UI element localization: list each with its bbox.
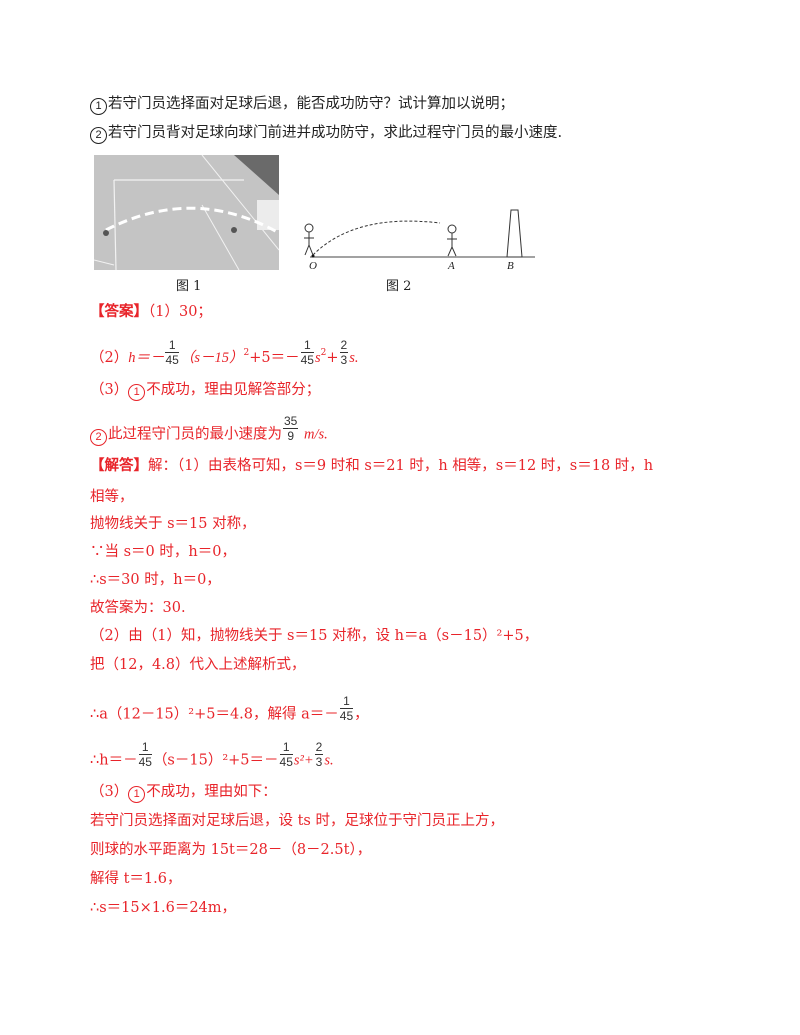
- answer-line-1: 【答案】（1）30；: [90, 303, 212, 320]
- solution-line-7: （2）由（1）知，抛物线关于 s＝15 对称，设 h＝a（s－15）²+5，: [90, 628, 539, 644]
- solution-line-5: ∴s＝30 时，h＝0，: [90, 572, 221, 588]
- figure-1-caption: 图 1: [176, 279, 202, 294]
- solution-line-6: 故答案为：30.: [90, 600, 186, 616]
- solution-line-8: 把（12，4.8）代入上述解析式，: [90, 657, 306, 673]
- answer-label: 【答案】: [90, 303, 148, 320]
- solution-line-4: ∵当 s＝0 时，h＝0，: [90, 544, 236, 560]
- solution-line-2: 相等，: [90, 489, 134, 505]
- circled-number-1: 1: [128, 384, 146, 401]
- solution-tail-1: 若守门员选择面对足球后退，设 ts 时，足球位于守门员正上方，: [90, 813, 504, 829]
- solution-tail-4: ∴s＝15×1.6＝24m，: [90, 900, 237, 916]
- figure-2-diagram: O A B: [304, 209, 535, 272]
- circled-number-1: 1: [90, 98, 107, 115]
- figure-1-photo: [94, 155, 279, 270]
- circled-number-2: 2: [90, 428, 107, 446]
- figure-2-caption: 图 2: [386, 279, 412, 294]
- circled-number-1: 1: [128, 786, 146, 803]
- label-o: O: [309, 260, 317, 272]
- label-b: B: [507, 260, 514, 272]
- solution-tail-3: 解得 t＝1.6，: [90, 871, 182, 887]
- solution-label: 【解答】: [90, 457, 148, 474]
- solution-tail-2: 则球的水平距离为 15t＝28－（8－2.5t），: [90, 842, 372, 858]
- label-a: A: [447, 260, 455, 272]
- solution-line-3: 抛物线关于 s＝15 对称，: [90, 516, 256, 532]
- circled-number-2: 2: [90, 127, 107, 144]
- solution-line-1: 【解答】解：（1）由表格可知，s＝9 时和 s＝21 时，h 相等，s＝12 时…: [90, 457, 654, 474]
